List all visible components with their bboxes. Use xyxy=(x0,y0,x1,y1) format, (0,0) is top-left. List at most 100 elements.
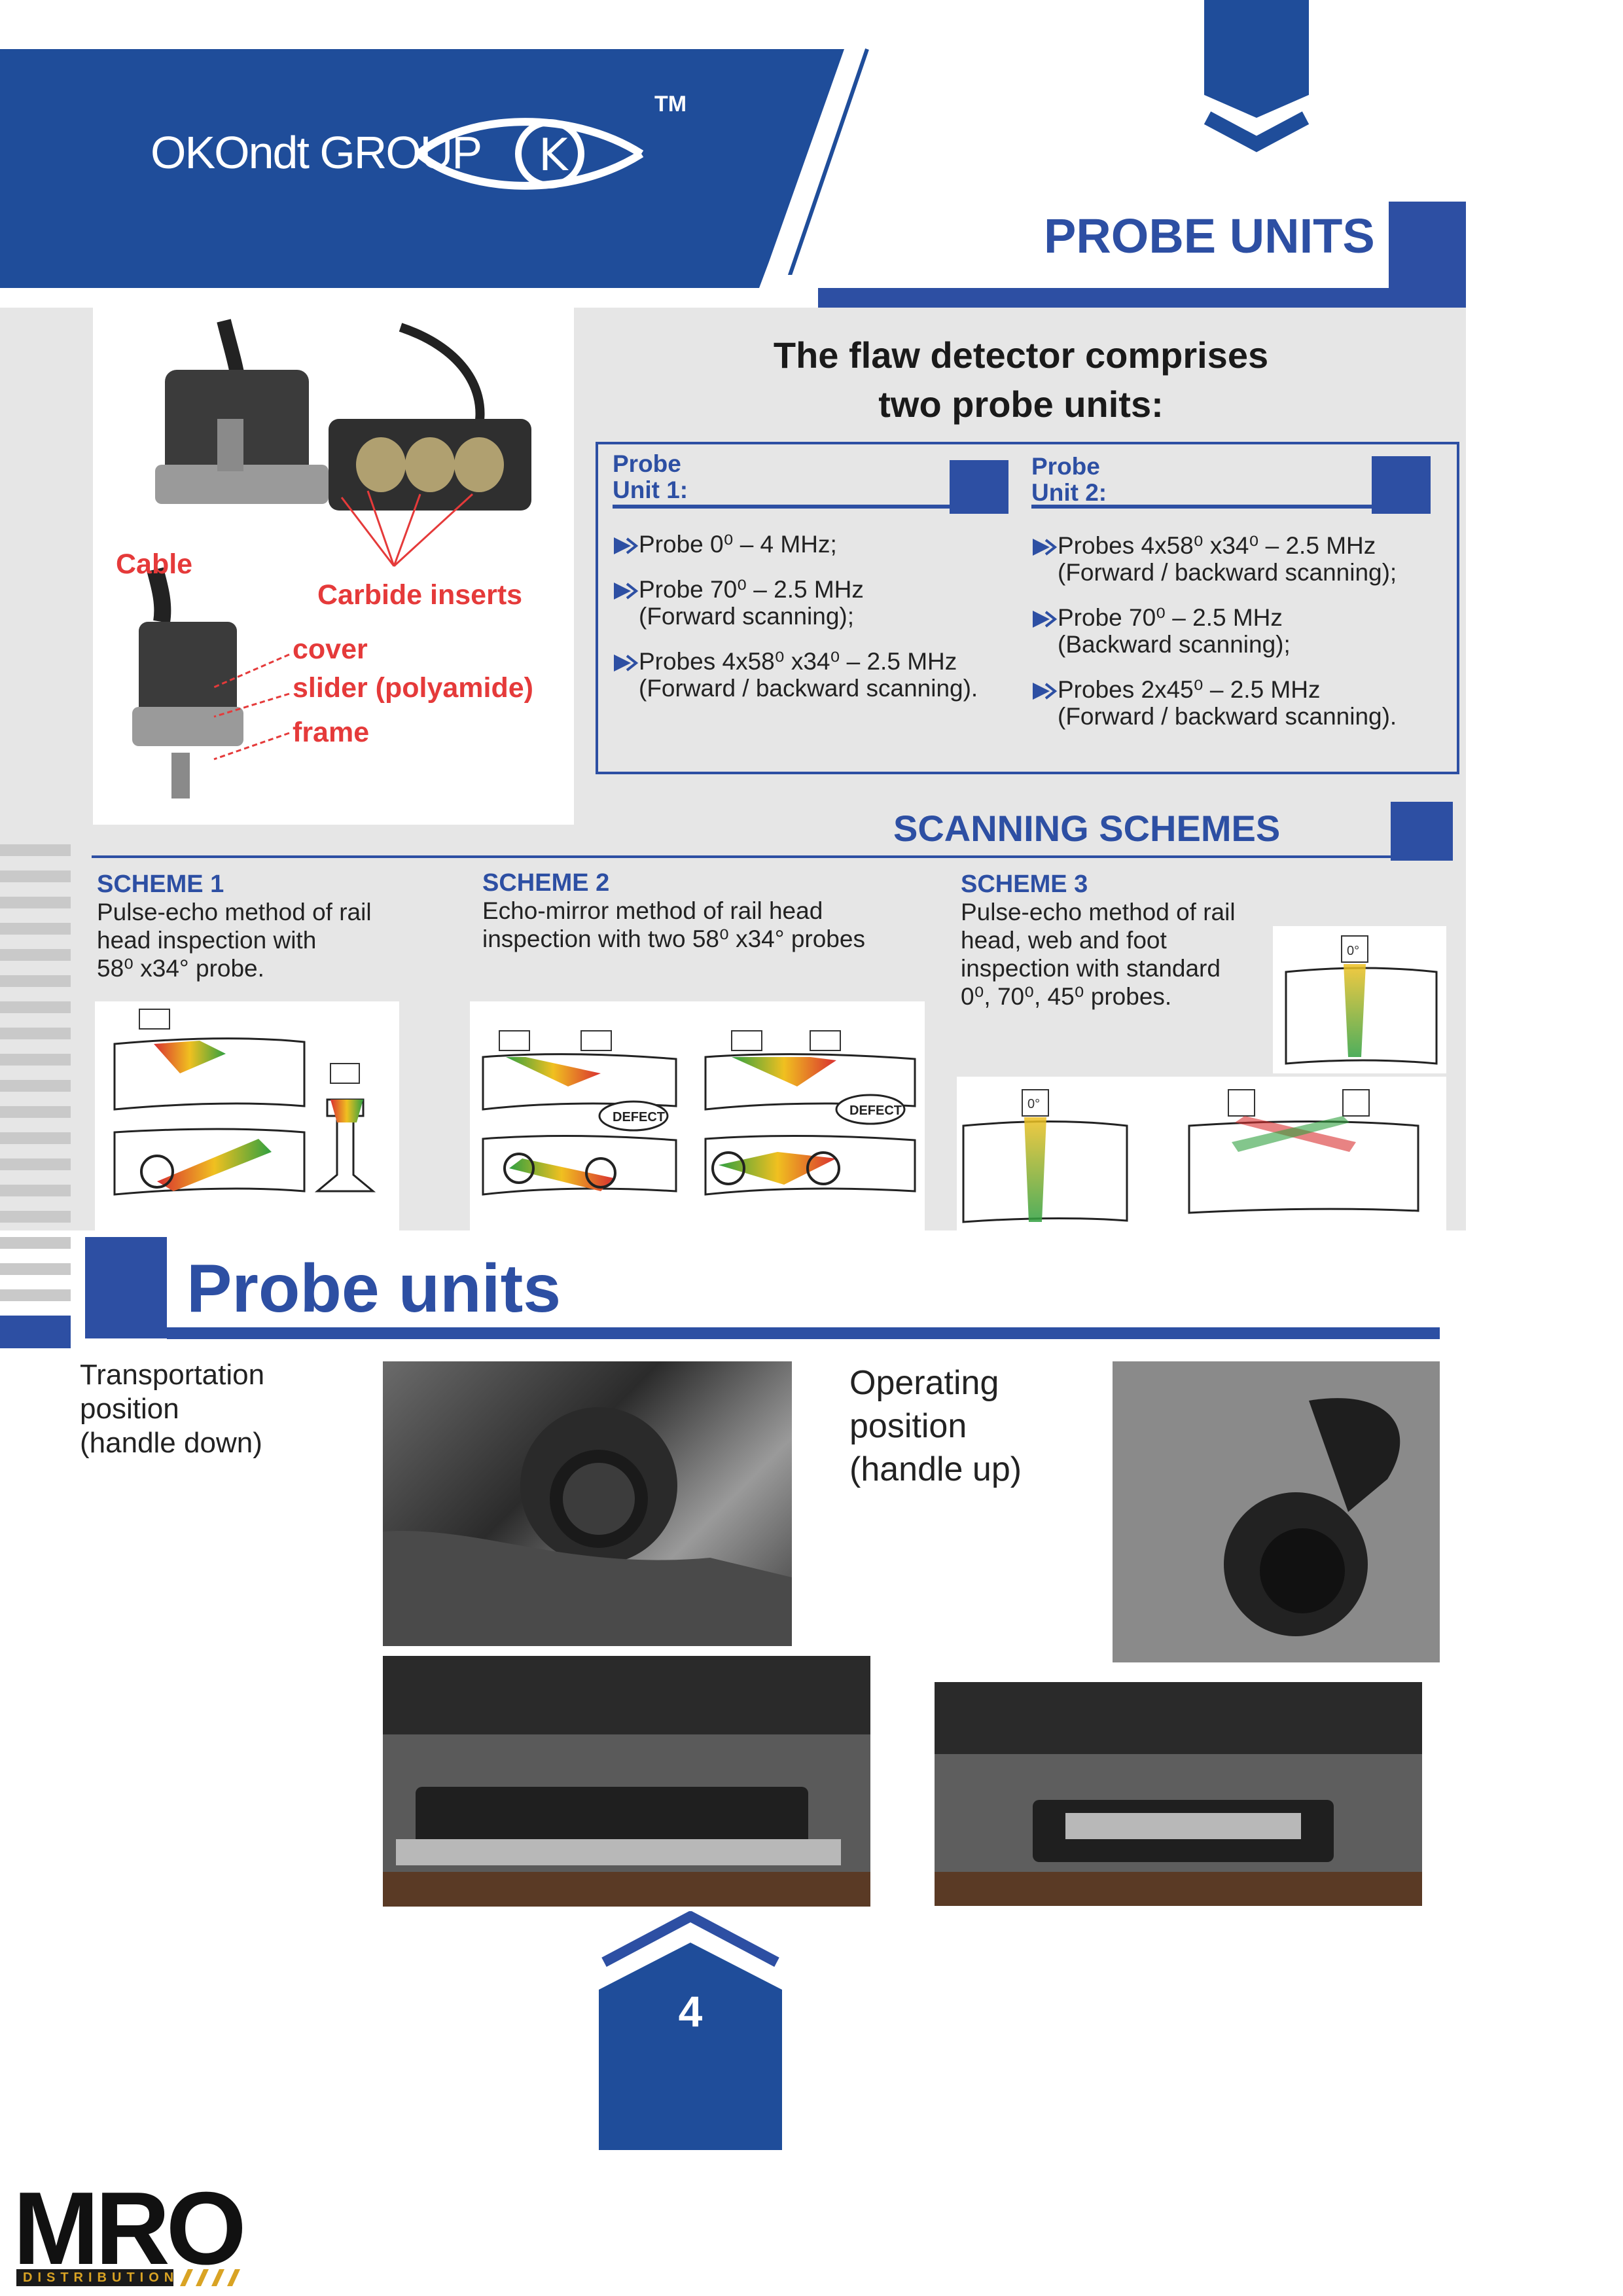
probe-hardware-photo: Cable Carbide inserts cover slider (poly… xyxy=(93,308,574,825)
section-title-block xyxy=(1389,202,1466,308)
scheme2-diagram: DEFECT DEFECT xyxy=(470,1001,925,1230)
handle-up-illustration xyxy=(1113,1361,1440,1662)
comprises-heading: The flaw detector comprises two probe un… xyxy=(602,331,1440,429)
scheme2-line2: inspection with two 58⁰ x34° probes xyxy=(482,925,865,952)
operating-caption: Operating position (handle up) xyxy=(849,1361,1022,1491)
arrow-bullet-icon xyxy=(1033,539,1058,556)
unit2-label: Probe Unit 2: xyxy=(1031,454,1450,514)
callout-carbide-inserts: Carbide inserts xyxy=(317,579,523,611)
scheme2-defect-label-right: DEFECT xyxy=(849,1103,902,1118)
callout-cover: cover xyxy=(293,634,368,665)
unit1-label-line2: Unit 1: xyxy=(613,476,688,503)
unit2-item3-text: Probes 2x45⁰ – 2.5 MHz xyxy=(1058,676,1321,703)
scheme3-rail-bottom-illustration: 0° xyxy=(962,1089,1419,1223)
unit1-item: Probes 4x58⁰ x34⁰ – 2.5 MHz(Forward / ba… xyxy=(613,648,1018,702)
scheme1-diagram xyxy=(95,1001,399,1230)
company-logo: OKOndt GROUP K xyxy=(151,108,674,200)
scanning-schemes-header: SCANNING SCHEMES xyxy=(92,802,1453,861)
callout-frame: frame xyxy=(293,717,370,748)
probe-units-title: Probe units xyxy=(187,1251,562,1327)
scheme3-zero-label-bottom: 0° xyxy=(1027,1097,1040,1111)
arrow-bullet-icon xyxy=(614,583,639,600)
unit2-item: Probe 70⁰ – 2.5 MHz(Backward scanning); xyxy=(1031,604,1450,658)
unit1-item1-text: Probe 0⁰ – 4 MHz; xyxy=(639,531,837,558)
handle-up-photo xyxy=(1113,1361,1440,1662)
chevron-down-icon xyxy=(1204,0,1310,152)
probe-units-underline xyxy=(167,1327,1440,1339)
arrow-bullet-icon xyxy=(1033,611,1058,628)
unit2-column: Probe Unit 2: Probes 4x58⁰ x34⁰ – 2.5 MH… xyxy=(1031,454,1450,748)
probe-units-box: Probe Unit 1: Probe 0⁰ – 4 MHz; Probe 70… xyxy=(596,442,1459,774)
brand-stripes-icon xyxy=(180,2269,240,2286)
probe-units-header: Probe units xyxy=(85,1237,1440,1342)
unit2-item: Probes 4x58⁰ x34⁰ – 2.5 MHz(Forward / ba… xyxy=(1031,532,1450,586)
page-number-badge: 4 xyxy=(599,1910,782,2150)
unit1-items: Probe 0⁰ – 4 MHz; Probe 70⁰ – 2.5 MHz (Fo… xyxy=(613,531,1018,702)
scheme3-diagram-top: 0° xyxy=(1273,926,1446,1073)
unit1-item3-subtext: (Forward / backward scanning). xyxy=(639,675,978,702)
scheme3-text: SCHEME 3 Pulse-echo method of rail head,… xyxy=(961,870,1301,1011)
section-title-underline xyxy=(818,288,1394,308)
section-title: PROBE UNITS xyxy=(1044,209,1375,263)
unit2-item3-subtext: (Forward / backward scanning). xyxy=(1058,703,1397,730)
unit2-item2-subtext: (Backward scanning); xyxy=(1058,631,1291,658)
scheme3-line3: inspection with standard xyxy=(961,955,1221,982)
scheme2-title: SCHEME 2 xyxy=(482,869,610,897)
unit1-column: Probe Unit 1: Probe 0⁰ – 4 MHz; Probe 70… xyxy=(613,451,1018,720)
operating-caption-line2: position xyxy=(849,1407,967,1445)
unit2-label-line1: Probe xyxy=(1031,453,1100,480)
unit2-item1-text: Probes 4x58⁰ x34⁰ – 2.5 MHz xyxy=(1058,532,1376,559)
arrow-bullet-icon xyxy=(614,655,639,672)
scanning-schemes-title: SCANNING SCHEMES xyxy=(893,808,1281,849)
scheme3-line2: head, web and foot xyxy=(961,927,1167,954)
scanning-underline xyxy=(92,855,1391,858)
scheme2-line1: Echo-mirror method of rail head xyxy=(482,897,823,924)
probe-units-block xyxy=(85,1237,167,1338)
unit1-item: Probe 0⁰ – 4 MHz; xyxy=(613,531,1018,558)
trademark-symbol: TM xyxy=(654,92,687,117)
scheme3-line4: 0⁰, 70⁰, 45⁰ probes. xyxy=(961,983,1172,1010)
header-underline xyxy=(0,262,769,288)
transport-caption-line3: (handle down) xyxy=(80,1427,262,1459)
scheme1-line1: Pulse-echo method of rail xyxy=(97,899,372,925)
transport-caption: Transportation position (handle down) xyxy=(80,1358,264,1460)
unit2-label-block xyxy=(1372,456,1431,514)
unit2-items: Probes 4x58⁰ x34⁰ – 2.5 MHz(Forward / ba… xyxy=(1031,532,1450,730)
comprises-heading-line1: The flaw detector comprises xyxy=(773,334,1269,376)
scheme1-line3: 58⁰ x34° probe. xyxy=(97,955,264,982)
unit1-label-line1: Probe xyxy=(613,450,681,477)
scheme1-rail-illustration xyxy=(113,1009,376,1196)
scheme2-rail-illustration: DEFECT DEFECT xyxy=(482,1030,916,1196)
scanning-block xyxy=(1391,802,1453,861)
unit1-item3-text: Probes 4x58⁰ x34⁰ – 2.5 MHz xyxy=(639,648,957,675)
scheme1-text: SCHEME 1 Pulse-echo method of rail head … xyxy=(97,870,463,982)
brand-footer-logo: MRO DISTRIBUTION xyxy=(13,2171,249,2287)
unit2-item1-subtext: (Forward / backward scanning); xyxy=(1058,559,1397,586)
scheme3-diagram-bottom: 0° xyxy=(957,1077,1446,1230)
section-title-bar: PROBE UNITS xyxy=(818,196,1466,308)
unit2-label-underline xyxy=(1031,505,1372,509)
unit2-item: Probes 2x45⁰ – 2.5 MHz(Forward / backwar… xyxy=(1031,676,1450,730)
operating-caption-line3: (handle up) xyxy=(849,1450,1022,1488)
handle-down-photo xyxy=(383,1361,792,1646)
unit2-item2-text: Probe 70⁰ – 2.5 MHz xyxy=(1058,604,1283,631)
scheme2-text: SCHEME 2 Echo-mirror method of rail head… xyxy=(482,869,940,953)
callout-slider: slider (polyamide) xyxy=(293,672,533,704)
scheme2-defect-label-left: DEFECT xyxy=(613,1110,665,1124)
brand-sub-bar: DISTRIBUTION xyxy=(16,2269,173,2286)
scheme3-zero-label-top: 0° xyxy=(1347,944,1359,958)
unit1-label-block xyxy=(950,460,1008,514)
scheme3-rail-top-illustration: 0° xyxy=(1285,935,1438,1065)
arrow-bullet-icon xyxy=(614,537,639,554)
probe-carriage-photo-right xyxy=(935,1682,1422,1906)
brand-sub-text: DISTRIBUTION xyxy=(23,2270,179,2285)
probe-carriage-right-illustration xyxy=(935,1682,1422,1906)
comprises-heading-line2: two probe units: xyxy=(878,384,1164,425)
scheme3-line1: Pulse-echo method of rail xyxy=(961,899,1236,925)
unit1-label: Probe Unit 1: xyxy=(613,450,1018,514)
unit1-item2-text: Probe 70⁰ – 2.5 MHz xyxy=(639,576,864,603)
scheme1-line2: head inspection with xyxy=(97,927,317,954)
svg-text:K: K xyxy=(539,130,569,181)
page-number: 4 xyxy=(678,1987,703,2036)
probe-hardware-illustration xyxy=(132,319,531,798)
